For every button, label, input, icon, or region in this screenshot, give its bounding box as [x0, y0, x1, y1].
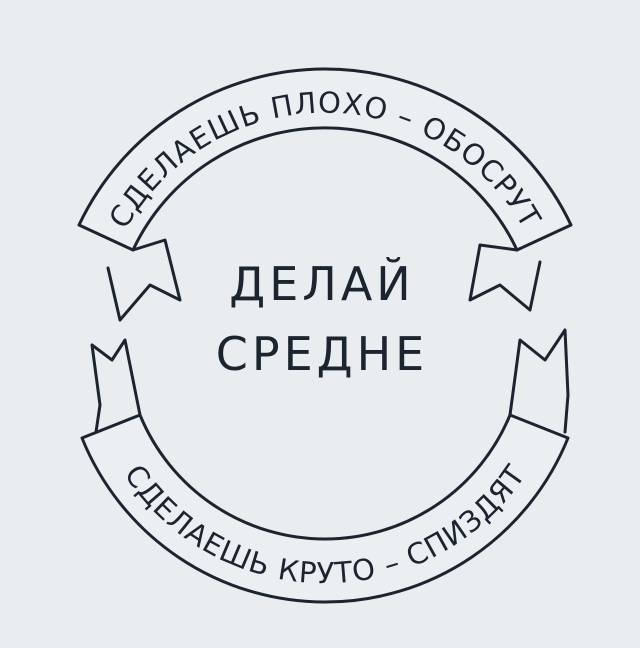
center-text-line2: СРЕДНЕ — [216, 327, 429, 381]
bottom-left-ribbon-tail — [90, 338, 142, 434]
bottom-right-ribbon-tail — [508, 328, 570, 434]
svg-text:СДЕЛАЕШЬ ПЛОХО – ОБОСРУТ: СДЕЛАЕШЬ ПЛОХО – ОБОСРУТ — [102, 85, 548, 234]
center-text-line1: ДЕЛАЙ — [229, 257, 414, 311]
top-banner-text: СДЕЛАЕШЬ ПЛОХО – ОБОСРУТ — [102, 85, 547, 234]
top-banner: СДЕЛАЕШЬ ПЛОХО – ОБОСРУТ — [77, 67, 573, 252]
top-right-ribbon-tail — [468, 243, 542, 312]
top-left-ribbon-tail — [106, 238, 182, 322]
bottom-banner: СДЕЛАЕШЬ КРУТО – СПИЗДЯТ — [80, 413, 570, 604]
